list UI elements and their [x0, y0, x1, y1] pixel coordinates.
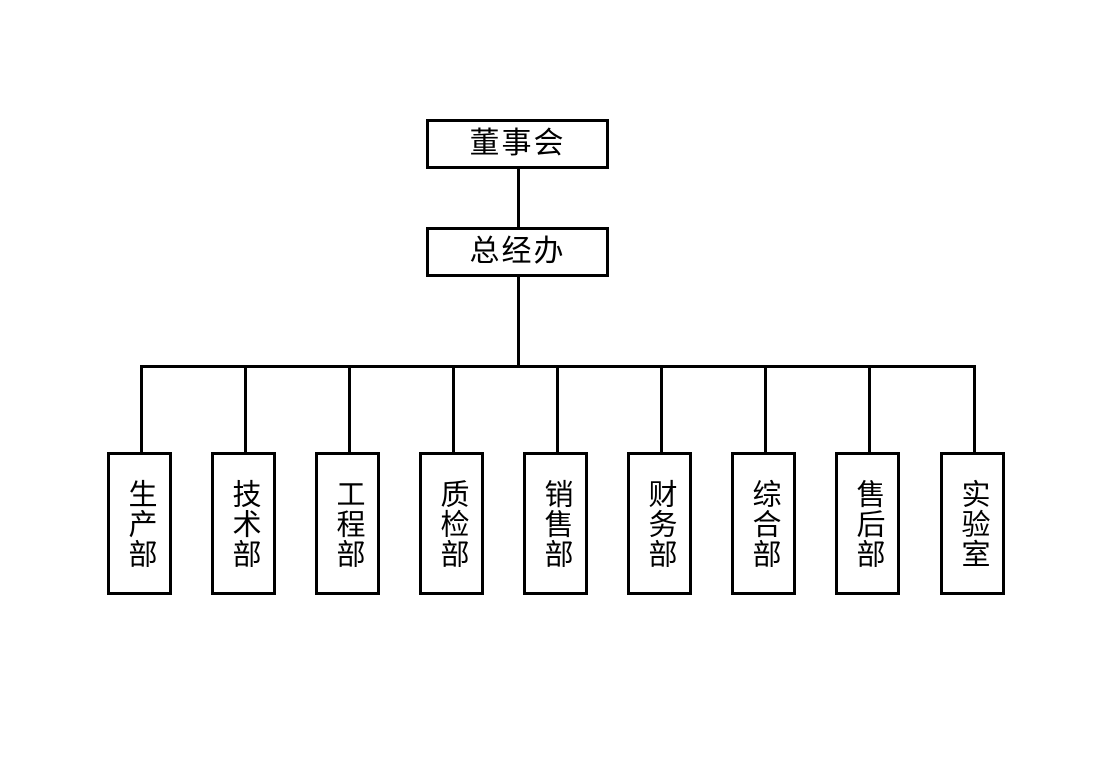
- node-board[interactable]: 董事会: [426, 119, 609, 169]
- drop-line-laboratory: [973, 365, 976, 452]
- node-department-finance[interactable]: 财务部: [627, 452, 692, 595]
- node-department-laboratory[interactable]: 实验室: [940, 452, 1005, 595]
- node-department-after-sales[interactable]: 售后部: [835, 452, 900, 595]
- connector-board-to-gm-office: [517, 169, 520, 227]
- node-department-quality[interactable]: 质检部: [419, 452, 484, 595]
- node-department-after-sales-label: 售后部: [852, 478, 884, 569]
- node-department-quality-label: 质检部: [436, 478, 468, 569]
- node-gm-office[interactable]: 总经办: [426, 227, 609, 277]
- node-department-general[interactable]: 综合部: [731, 452, 796, 595]
- node-department-general-label: 综合部: [748, 478, 780, 569]
- node-department-laboratory-label: 实验室: [957, 478, 989, 569]
- drop-line-engineering: [348, 365, 351, 452]
- node-department-sales-label: 销售部: [540, 478, 572, 569]
- connector-gm-office-to-bus: [517, 277, 520, 367]
- drop-line-technology: [244, 365, 247, 452]
- drop-line-sales: [556, 365, 559, 452]
- drop-line-general: [764, 365, 767, 452]
- node-department-production[interactable]: 生产部: [107, 452, 172, 595]
- node-department-technology[interactable]: 技术部: [211, 452, 276, 595]
- drop-line-production: [140, 365, 143, 452]
- node-department-production-label: 生产部: [124, 478, 156, 569]
- node-department-finance-label: 财务部: [644, 478, 676, 569]
- node-department-engineering-label: 工程部: [332, 478, 364, 569]
- drop-line-finance: [660, 365, 663, 452]
- node-gm-office-label: 总经办: [469, 235, 566, 268]
- node-department-engineering[interactable]: 工程部: [315, 452, 380, 595]
- node-board-label: 董事会: [469, 127, 566, 160]
- node-department-sales[interactable]: 销售部: [523, 452, 588, 595]
- drop-line-after-sales: [868, 365, 871, 452]
- node-department-technology-label: 技术部: [228, 478, 260, 569]
- drop-line-quality: [452, 365, 455, 452]
